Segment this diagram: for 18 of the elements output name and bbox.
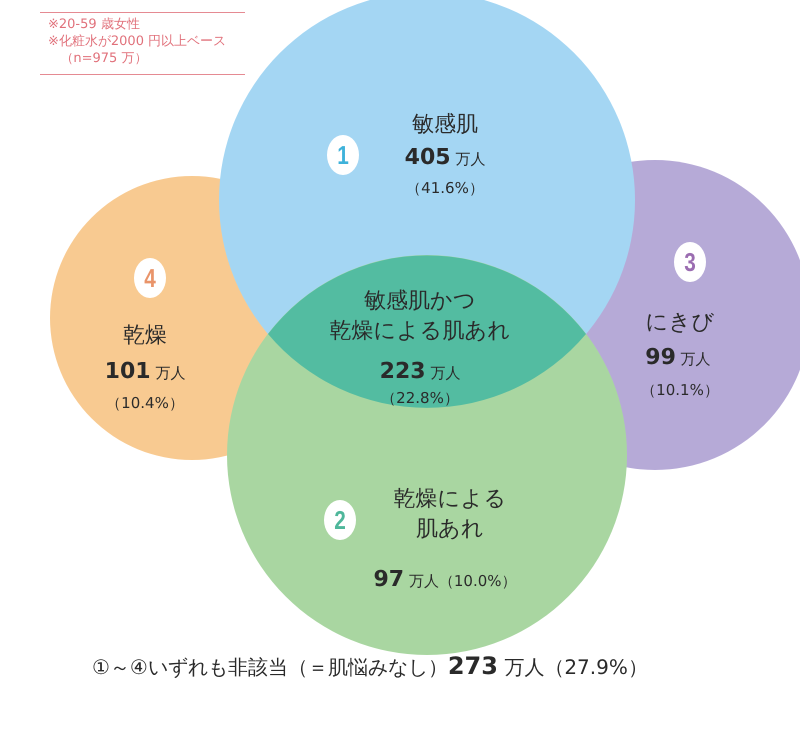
footnote: ※化粧水が2000 円以上ベース xyxy=(48,34,228,51)
summary-note: ①～④いずれも非該当（＝肌悩みなし）273 万人（27.9%） xyxy=(92,652,648,681)
percentage-label: （10.1%） xyxy=(641,380,719,400)
footnote: ※20-59 歳女性 xyxy=(48,17,141,34)
count-value: 223 万人 xyxy=(380,358,460,386)
category-label: 敏感肌かつ乾燥による肌あれ xyxy=(330,287,510,345)
category-label: 乾燥 xyxy=(123,322,167,350)
count-value: 97 万人（10.0%） xyxy=(373,566,517,594)
category-label: 敏感肌 xyxy=(412,111,478,140)
percentage-label: （22.8%） xyxy=(381,388,459,408)
footnote: （n=975 万） xyxy=(59,50,148,68)
percentage-label: （41.6%） xyxy=(406,178,484,198)
count-value: 101 万人 xyxy=(104,358,186,386)
category-label: にきび xyxy=(646,309,714,338)
count-value: 99 万人 xyxy=(645,344,711,372)
count-value: 405 万人 xyxy=(404,144,486,172)
category-label: 乾燥による肌あれ xyxy=(394,485,506,543)
percentage-label: （10.4%） xyxy=(106,392,184,414)
